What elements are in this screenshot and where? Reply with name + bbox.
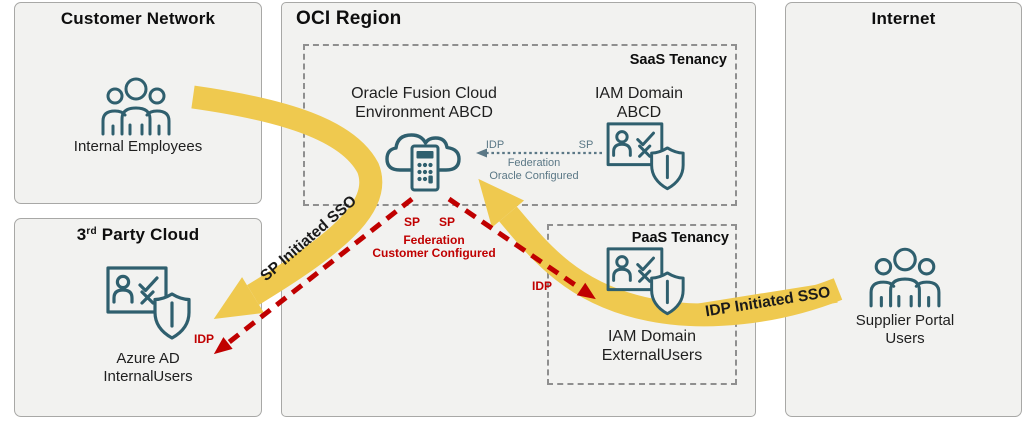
third-party-cloud-title: 3rd Party Cloud (14, 225, 262, 245)
paas-tenancy-box (547, 224, 737, 385)
saas-tenancy-title: SaaS Tenancy (629, 52, 727, 68)
third-party-title-number: 3 (76, 225, 87, 244)
oci-region-title: OCI Region (296, 8, 402, 29)
internet-box (785, 2, 1022, 417)
customer-network-box (14, 2, 262, 204)
paas-tenancy-title: PaaS Tenancy (631, 230, 729, 246)
third-party-title-rest: Party Cloud (96, 225, 200, 244)
internet-title: Internet (871, 9, 936, 28)
third-party-title-ordinal: rd (86, 226, 97, 237)
saas-tenancy-box (303, 44, 737, 206)
customer-network-title: Customer Network (60, 9, 216, 28)
third-party-cloud-box (14, 218, 262, 417)
